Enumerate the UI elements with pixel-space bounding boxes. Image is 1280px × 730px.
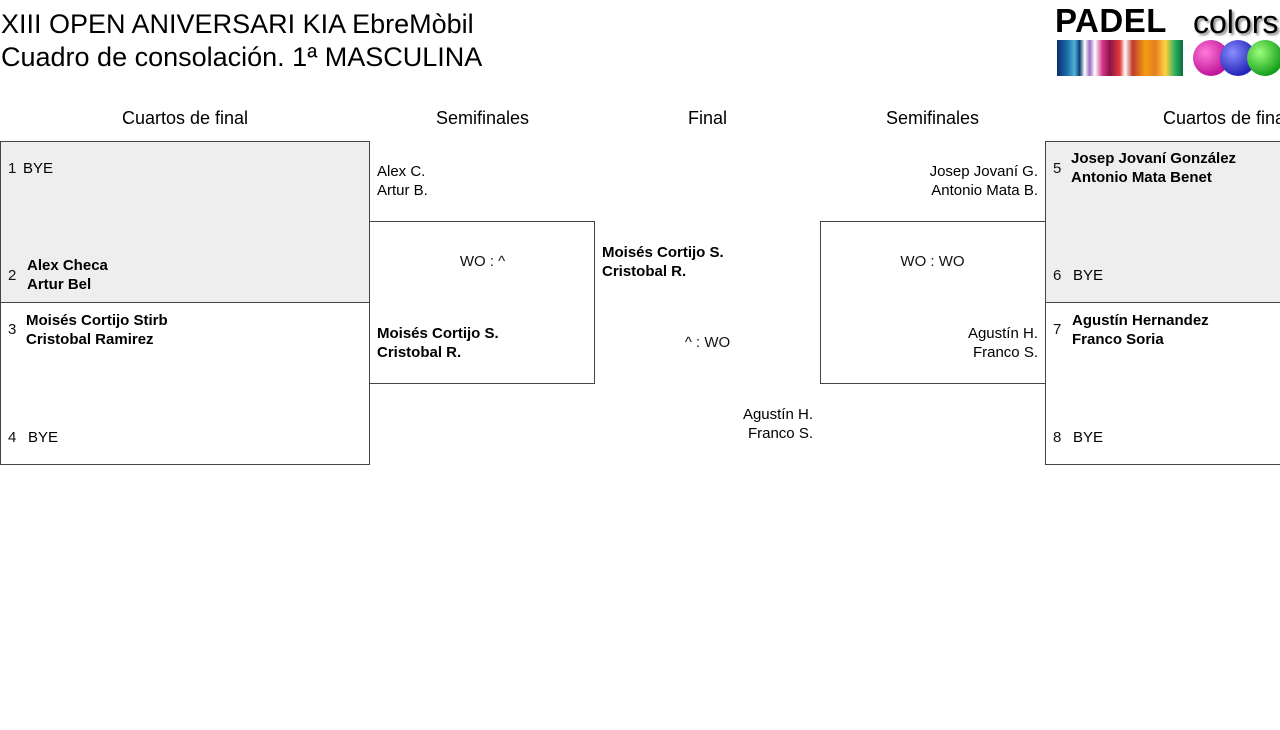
player-name: BYE xyxy=(28,429,59,446)
player-name: Cristobal R. xyxy=(377,344,462,361)
player-name: Franco S. xyxy=(972,344,1038,361)
player-name: BYE xyxy=(1073,429,1104,446)
match-score: WO : WO xyxy=(900,253,965,270)
player-name: Agustín Hernandez xyxy=(1072,312,1209,329)
match-box-qf1[interactable] xyxy=(0,141,370,303)
seed-number: 1 xyxy=(8,160,17,177)
player-name: BYE xyxy=(23,160,54,177)
seed-number: 4 xyxy=(8,429,17,446)
player-name: Josep Jovaní González xyxy=(1071,150,1237,167)
player-name: Moisés Cortijo S. xyxy=(602,244,724,261)
player-name: Artur Bel xyxy=(27,276,92,293)
match-score: WO : ^ xyxy=(459,253,506,270)
round-header-qf-left: Cuartos de final xyxy=(121,108,249,128)
player-name: BYE xyxy=(1073,267,1104,284)
match-box-sf-left[interactable] xyxy=(369,221,595,384)
player-name: Cristobal R. xyxy=(602,263,687,280)
match-box-sf-right[interactable] xyxy=(820,221,1046,384)
player-name: Antonio Mata B. xyxy=(931,182,1038,199)
match-box-qf4[interactable] xyxy=(1045,302,1280,465)
tournament-title: XIII OPEN ANIVERSARI KIA EbreMòbil xyxy=(1,9,474,39)
seed-number: 2 xyxy=(8,267,17,284)
round-header-sf-left: Semifinales xyxy=(435,108,530,128)
player-name: Artur B. xyxy=(377,182,428,199)
round-header-sf-right: Semifinales xyxy=(885,108,980,128)
player-name: Antonio Mata Benet xyxy=(1071,169,1212,186)
green-ball-icon xyxy=(1247,40,1280,76)
player-name: Moisés Cortijo S. xyxy=(377,325,499,342)
player-name: Franco S. xyxy=(747,425,813,442)
player-name: Agustín H. xyxy=(967,325,1038,342)
seed-number: 8 xyxy=(1053,429,1062,446)
logo-stripes-icon xyxy=(1057,40,1183,76)
logo-text-colors: colors xyxy=(1193,4,1279,40)
player-name: Alex Checa xyxy=(27,257,108,274)
logo-text-padel: PADEL xyxy=(1055,2,1167,39)
player-name: Alex C. xyxy=(377,163,426,180)
seed-number: 5 xyxy=(1053,160,1062,177)
player-name: Moisés Cortijo Stirb xyxy=(26,312,168,329)
match-box-qf3[interactable] xyxy=(1045,141,1280,303)
padel-colors-logo: PADEL colors xyxy=(1055,2,1280,78)
draw-subtitle: Cuadro de consolación. 1ª MASCULINA xyxy=(1,42,483,72)
page-title: XIII OPEN ANIVERSARI KIA EbreMòbil Cuadr… xyxy=(1,8,482,74)
seed-number: 6 xyxy=(1053,267,1062,284)
round-header-qf-right: Cuartos de final xyxy=(1163,108,1280,128)
seed-number: 3 xyxy=(8,321,17,338)
player-name: Cristobal Ramirez xyxy=(26,331,154,348)
player-name: Josep Jovaní G. xyxy=(929,163,1038,180)
player-name: Franco Soria xyxy=(1072,331,1164,348)
player-name: Agustín H. xyxy=(742,406,813,423)
round-header-final: Final xyxy=(687,108,727,128)
seed-number: 7 xyxy=(1053,321,1062,338)
match-score: ^ : WO xyxy=(684,334,731,351)
